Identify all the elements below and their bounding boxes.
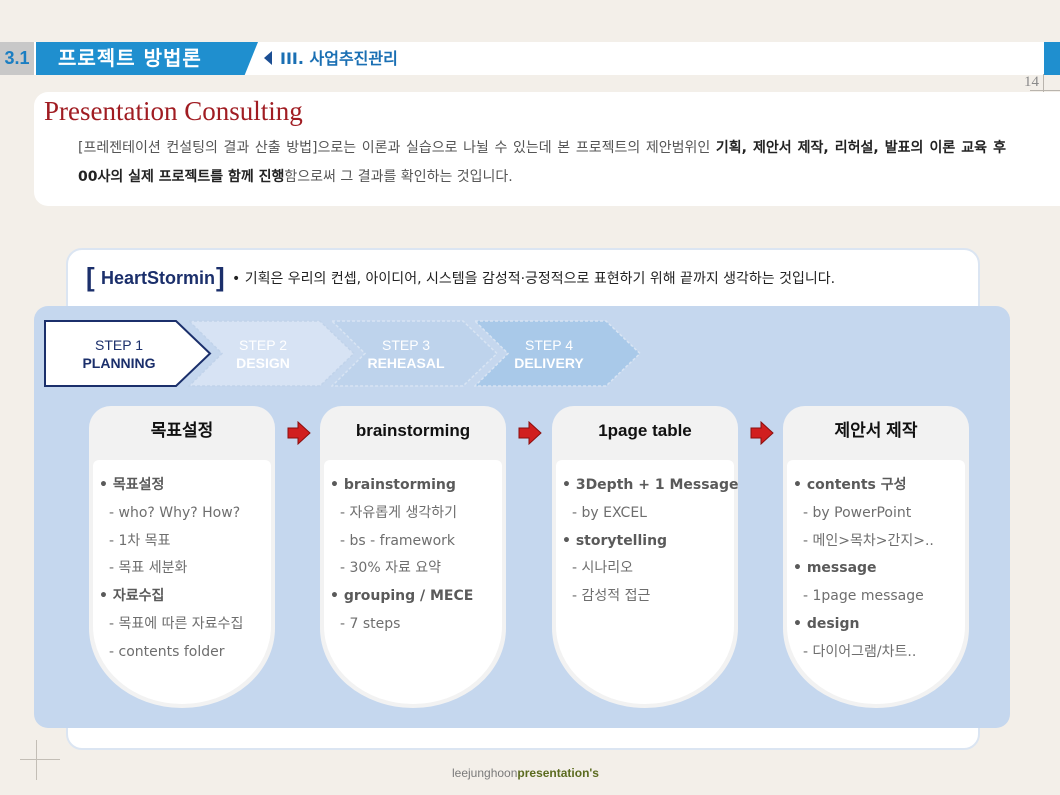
step-name: PLANNING xyxy=(82,355,156,371)
column-list: • 3Depth + 1 Message - by EXCEL • storytel… xyxy=(562,472,738,611)
column-1page-table: 1page table • 3Depth + 1 Message - by EXC… xyxy=(552,406,738,708)
column-list: • contents 구성 - by PowerPoint - 메인>목차>간지>.… xyxy=(793,472,934,667)
step-reheasal[interactable]: STEP 3 REHEASAL xyxy=(331,320,501,387)
step-name: DELIVERY xyxy=(514,355,584,371)
step-planning[interactable]: STEP 1 PLANNING xyxy=(44,320,214,387)
step-label: STEP 1 xyxy=(95,337,143,353)
column-item: • design xyxy=(793,615,860,632)
breadcrumb-arrow-icon xyxy=(264,51,272,65)
heartstorm-description: • 기획은 우리의 컨셉, 아이디어, 시스템을 감성적·긍정적으로 표현하기 … xyxy=(232,271,836,287)
step-delivery[interactable]: STEP 4 DELIVERY xyxy=(474,320,644,387)
step-label: STEP 4 xyxy=(525,337,573,353)
column-item: - by EXCEL xyxy=(572,504,647,521)
column-item: • 자료수집 xyxy=(99,588,165,605)
column-item: • storytelling xyxy=(562,532,668,549)
column-body: • brainstorming - 자유롭게 생각하기 - bs - framewo… xyxy=(324,460,502,704)
column-item: - 1차 목표 xyxy=(109,532,171,549)
intro-card xyxy=(34,92,1060,206)
column-item: • grouping / MECE xyxy=(330,588,474,605)
column-title: brainstorming xyxy=(355,421,471,440)
step-chevron xyxy=(474,320,642,387)
step-chevron xyxy=(188,320,356,387)
column-title: 제안서 제작 xyxy=(834,421,918,440)
intro-text-part2: 함으로써 그 결과를 확인하는 것입니다. xyxy=(284,169,513,185)
section-title: 프로젝트 방법론 xyxy=(58,46,202,70)
column-body: • 목표설정 - who? Why? How? - 1차 목표 - 목표 세분화 • 자… xyxy=(93,460,271,704)
column-title: 목표설정 xyxy=(150,421,214,440)
column-list: • brainstorming - 자유롭게 생각하기 - bs - framewo… xyxy=(330,472,473,639)
column-item: - 자유롭게 생각하기 xyxy=(340,504,457,521)
step-design[interactable]: STEP 2 DESIGN xyxy=(188,320,358,387)
column-item: - 30% 자료 요약 xyxy=(340,560,442,577)
column-body: • contents 구성 - by PowerPoint - 메인>목차>간지>.… xyxy=(787,460,965,704)
crop-mark xyxy=(1030,90,1060,91)
intro-text-highlight: 기획, 제안서 제작, 리허설, 발표의 이론 교육 후 00사의 실제 프로젝… xyxy=(78,140,1006,185)
footer-author: leejunghoon xyxy=(452,766,518,780)
heartstorm-title: HeartStormin xyxy=(101,268,216,288)
intro-text-part1: [프레젠테이션 컨설팅의 결과 산출 방법]으로는 이론과 실습으로 나뉠 수 … xyxy=(78,140,716,156)
column-item: - 목표에 따른 자료수집 xyxy=(109,615,244,632)
arrow-right-icon xyxy=(518,421,542,445)
column-item: - 감성적 접근 xyxy=(572,588,651,605)
column-item: - 7 steps xyxy=(340,615,401,632)
bracket-open: [ xyxy=(86,262,95,292)
column-list: • 목표설정 - who? Why? How? - 1차 목표 - 목표 세분화 • 자… xyxy=(99,472,243,667)
step-name: REHEASAL xyxy=(367,355,445,371)
column-item: - by PowerPoint xyxy=(803,504,912,521)
column-item: - 1page message xyxy=(803,588,924,605)
footer-credit: leejunghoonpresentation's xyxy=(452,766,599,780)
column-item: • contents 구성 xyxy=(793,477,907,493)
footer-brand: presentation's xyxy=(517,766,599,780)
column-item: • message xyxy=(793,560,877,577)
arrow-right-icon xyxy=(287,421,311,445)
header-accent xyxy=(1044,42,1060,75)
column-item: - contents folder xyxy=(109,643,225,660)
column-item: - 다이어그램/차트.. xyxy=(803,643,917,660)
column-goal-setting: 목표설정 • 목표설정 - who? Why? How? - 1차 목표 - 목표 세… xyxy=(89,406,275,708)
column-body: • 3Depth + 1 Message - by EXCEL • storytel… xyxy=(556,460,738,704)
step-label: STEP 3 xyxy=(382,337,430,353)
step-chevron xyxy=(331,320,499,387)
column-brainstorming: brainstorming • brainstorming - 자유롭게 생각하기… xyxy=(320,406,506,708)
column-item: - 목표 세분화 xyxy=(109,560,188,577)
crop-mark xyxy=(36,740,37,780)
column-item: • brainstorming xyxy=(330,477,456,493)
column-title: 1page table xyxy=(598,421,692,440)
step-name: DESIGN xyxy=(236,355,290,371)
section-number: 3.1 xyxy=(0,42,34,75)
column-item: - bs - framework xyxy=(340,532,456,549)
column-proposal: 제안서 제작 • contents 구성 - by PowerPoint - 메인>… xyxy=(783,406,969,708)
page-number: 14 xyxy=(1024,74,1039,90)
step-chevron xyxy=(44,320,212,387)
breadcrumb[interactable]: III. 사업추진관리 xyxy=(280,49,398,68)
arrow-right-icon xyxy=(750,421,774,445)
column-item: - 메인>목차>간지>.. xyxy=(803,532,934,549)
column-item: • 3Depth + 1 Message xyxy=(562,477,738,493)
column-item: - 시나리오 xyxy=(572,560,634,577)
intro-text: [프레젠테이션 컨설팅의 결과 산출 방법]으로는 이론과 실습으로 나뉠 수 … xyxy=(78,134,1006,192)
crop-mark xyxy=(20,759,60,760)
section-title-tab xyxy=(36,42,258,75)
step-label: STEP 2 xyxy=(239,337,287,353)
column-item: - who? Why? How? xyxy=(109,504,241,521)
column-item: • 목표설정 xyxy=(99,477,165,493)
intro-heading: Presentation Consulting xyxy=(44,96,303,126)
bracket-close: ] xyxy=(216,262,225,292)
